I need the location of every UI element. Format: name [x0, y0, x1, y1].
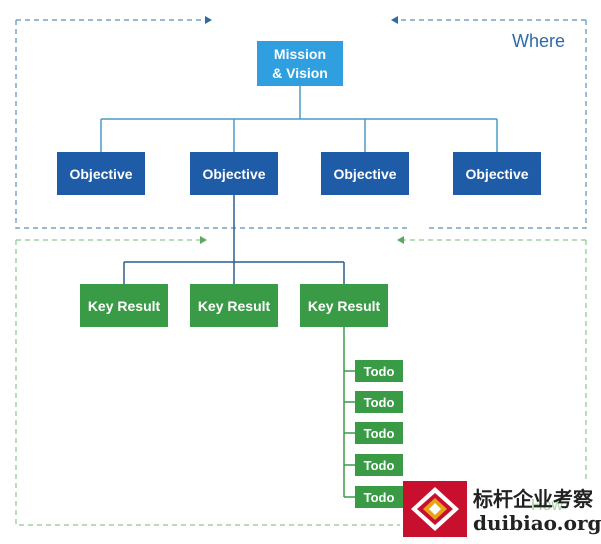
objective-box-3: Objective [321, 152, 409, 195]
objective-box-4: Objective [453, 152, 541, 195]
how-arrow-right [397, 236, 404, 244]
key-result-box-1: Key Result [80, 284, 168, 327]
todo-box-2: Todo [355, 391, 403, 413]
todo-box-1: Todo [355, 360, 403, 382]
watermark-domain-text: duibiao.org [473, 511, 601, 535]
where-arrow-right [391, 16, 398, 24]
todo-box-5: Todo [355, 486, 403, 508]
objective-connectors [123, 195, 345, 284]
duibiao-logo-icon [403, 481, 467, 537]
mission-connectors [100, 86, 498, 152]
key-result-box-2: Key Result [190, 284, 278, 327]
keyresult-connectors [343, 327, 355, 498]
todo-box-3: Todo [355, 422, 403, 444]
where-arrow-left [205, 16, 212, 24]
how-label: How [531, 497, 564, 514]
mission-vision-box: Mission & Vision [257, 41, 343, 86]
watermark-chinese-text: 标杆企业考察 [473, 487, 593, 511]
objective-box-1: Objective [57, 152, 145, 195]
todo-box-4: Todo [355, 454, 403, 476]
where-frame [15, 19, 587, 229]
how-frame [15, 239, 587, 526]
key-result-box-3: Key Result [300, 284, 388, 327]
objective-box-2: Objective [190, 152, 278, 195]
where-label: Where [512, 31, 566, 51]
how-arrow-left [200, 236, 207, 244]
mission-vision-text: Mission & Vision [272, 45, 328, 81]
watermark: 标杆企业考察 duibiao.org [403, 481, 601, 544]
